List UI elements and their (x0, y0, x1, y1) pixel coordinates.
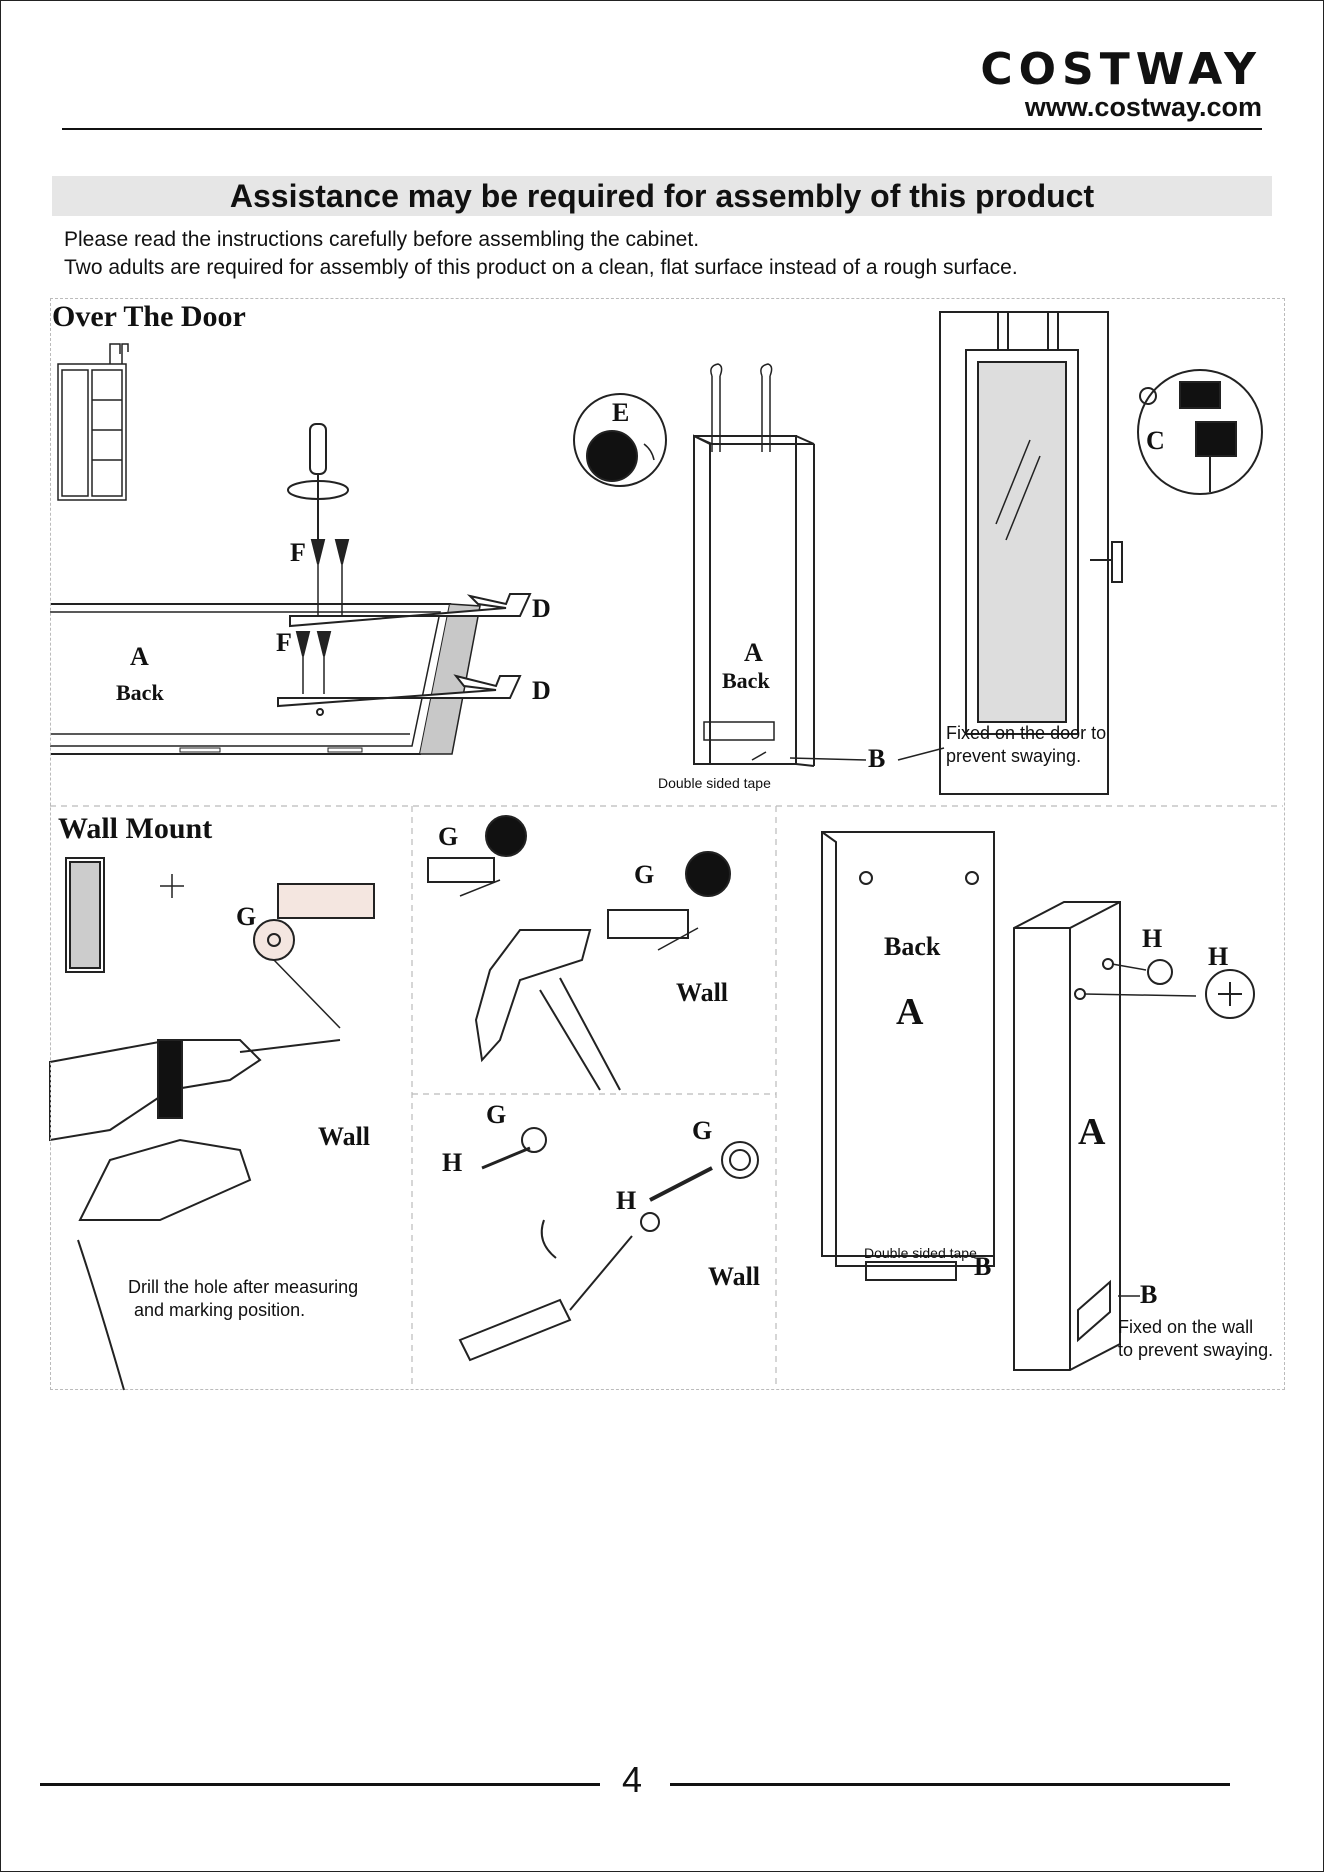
fixed-note-door-line2: prevent swaying. (946, 746, 1082, 766)
label-d-top: D (532, 594, 551, 623)
cabinet-back-standing (693, 363, 815, 767)
label-f-bottom: F (276, 628, 292, 657)
label-e: E (612, 398, 630, 427)
label-h-screw-2: H (616, 1186, 637, 1215)
wall-mount-title: Wall Mount (58, 812, 213, 845)
screw-h-icon (481, 1127, 759, 1232)
label-back-standing: Back (722, 668, 770, 693)
fixed-note-door-line1: Fixed on the door to (946, 723, 1107, 743)
c-key-callout (1137, 369, 1263, 495)
header-rule (62, 128, 1262, 130)
label-g-anchor: G (236, 902, 257, 931)
fixed-note-wall: Fixed on the wall to prevent swaying. (1118, 1316, 1273, 1362)
label-h-wall-1: H (1142, 924, 1163, 953)
brand-logo: COSTWAY (980, 44, 1262, 95)
screwdriver-wall-icon (458, 1219, 633, 1362)
door-with-cabinet (939, 311, 1123, 795)
intro-line-1: Please read the instructions carefully b… (64, 228, 700, 251)
fixed-note-wall-line1: Fixed on the wall (1118, 1317, 1254, 1337)
instructions-panel (50, 298, 1285, 1390)
label-a-back-wall: A (896, 991, 924, 1033)
label-a-front-wall: A (1078, 1111, 1106, 1153)
drill-icon (49, 1039, 341, 1391)
label-f-top: F (290, 538, 306, 567)
drill-note: Drill the hole after measuring and marki… (128, 1276, 358, 1322)
label-g-screw-2: G (692, 1116, 713, 1145)
label-a-standing: A (744, 638, 763, 667)
fixed-note-door: Fixed on the door to prevent swaying. (946, 722, 1106, 768)
footer-rule-left (40, 1783, 600, 1786)
label-c: C (1146, 426, 1165, 455)
b-arrows-door (789, 747, 945, 761)
screw-f-icon (295, 539, 350, 657)
assistance-banner: Assistance may be required for assembly … (52, 176, 1272, 216)
tape-label-door: Double sided tape (658, 775, 771, 791)
label-b-door: B (868, 744, 886, 773)
label-wall-hammer: Wall (676, 978, 729, 1007)
label-b-wall-back: B (974, 1252, 992, 1281)
label-back-wall: Back (884, 932, 941, 961)
label-wall-drill: Wall (318, 1122, 371, 1151)
wall-anchor-g-icon (253, 883, 375, 1029)
label-h-wall-2: H (1208, 942, 1229, 971)
cabinet-front-wall (1013, 901, 1121, 1371)
bracket-d (277, 593, 532, 716)
label-h-screw-1: H (442, 1148, 463, 1177)
banner-text: Assistance may be required for assembly … (229, 178, 1095, 214)
drill-note-line2: and marking position. (134, 1300, 306, 1320)
footer-rule-right (670, 1783, 1230, 1786)
screw-guide-lines (302, 564, 343, 694)
page-number: 4 (621, 1759, 643, 1800)
e-detail-callout (573, 393, 667, 487)
brand-header: COSTWAY www.costway.com (980, 44, 1262, 123)
wall-mount-thumbnail (65, 857, 184, 973)
drill-note-line1: Drill the hole after measuring (128, 1277, 359, 1297)
screw-h-wall-icon (1074, 958, 1255, 1019)
tape-label-wall: Double sided tape (864, 1245, 977, 1261)
label-a-lying: A (130, 642, 149, 671)
cabinet-back-wall (821, 831, 995, 1281)
label-g-hammer-1: G (438, 822, 459, 851)
screwdriver-icon (287, 423, 349, 540)
over-the-door-title: Over The Door (52, 300, 246, 333)
label-wall-screw: Wall (708, 1262, 761, 1291)
hammer-icon (427, 815, 731, 1091)
label-g-hammer-2: G (634, 860, 655, 889)
brand-url: www.costway.com (1024, 92, 1262, 122)
cabinet-thumbnail (57, 343, 129, 501)
label-d-bottom: D (532, 676, 551, 705)
label-b-wall-front: B (1140, 1280, 1158, 1309)
label-g-screw-1: G (486, 1100, 507, 1129)
cabinet-back-lying (50, 603, 481, 755)
label-back-lying: Back (116, 680, 164, 705)
intro-line-2: Two adults are required for assembly of … (64, 256, 1018, 279)
fixed-note-wall-line2: to prevent swaying. (1118, 1340, 1274, 1360)
intro-text: Please read the instructions carefully b… (64, 226, 1018, 282)
panel-dividers (50, 805, 1283, 1388)
